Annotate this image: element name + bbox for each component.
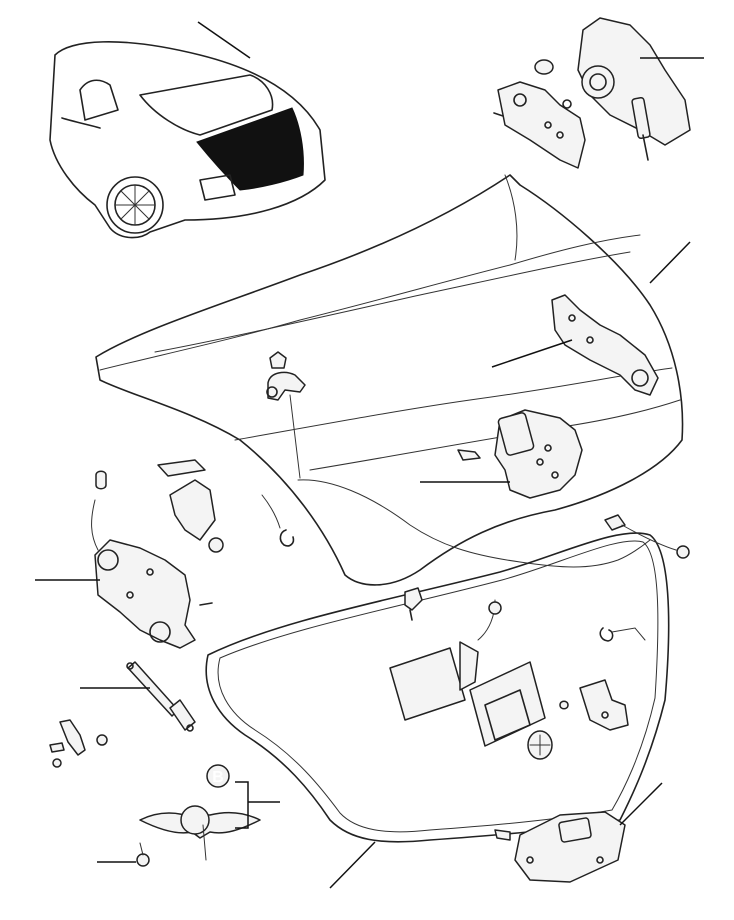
boot-lid-hinge-left[interactable] <box>91 459 224 649</box>
cable-end-clip[interactable] <box>261 494 295 547</box>
latch-striker[interactable] <box>559 679 629 731</box>
boot-lid-seal[interactable] <box>205 532 670 843</box>
callout-leader-boot-lid <box>649 241 691 284</box>
release-cable[interactable] <box>297 479 651 568</box>
callout-leader-lower-latch <box>619 782 663 826</box>
boot-highlight <box>196 107 304 191</box>
callout-leader-hinge-right <box>491 339 573 368</box>
boot-lock-latch[interactable] <box>457 409 583 499</box>
callout-leader-seal <box>329 841 376 889</box>
callout-leader-car <box>197 21 251 59</box>
mounting-bracket[interactable] <box>49 719 108 768</box>
bentley-winged-badge[interactable]: B <box>136 764 261 867</box>
number-plate-lamp-housing[interactable] <box>389 599 553 760</box>
cable-clip[interactable] <box>266 351 306 401</box>
badge-letter: B <box>212 769 224 786</box>
callout-bracket-badge <box>235 781 280 829</box>
boot-latch-lower[interactable] <box>494 811 626 883</box>
grommet[interactable] <box>404 587 423 621</box>
boot-lid-hinge-right[interactable] <box>551 294 659 396</box>
gas-strut[interactable] <box>126 661 196 732</box>
rear-spoiler-motor[interactable] <box>493 17 691 169</box>
cable-connector[interactable] <box>599 514 690 642</box>
car-thumbnail[interactable] <box>49 41 326 239</box>
release-cable-drop <box>289 394 301 479</box>
